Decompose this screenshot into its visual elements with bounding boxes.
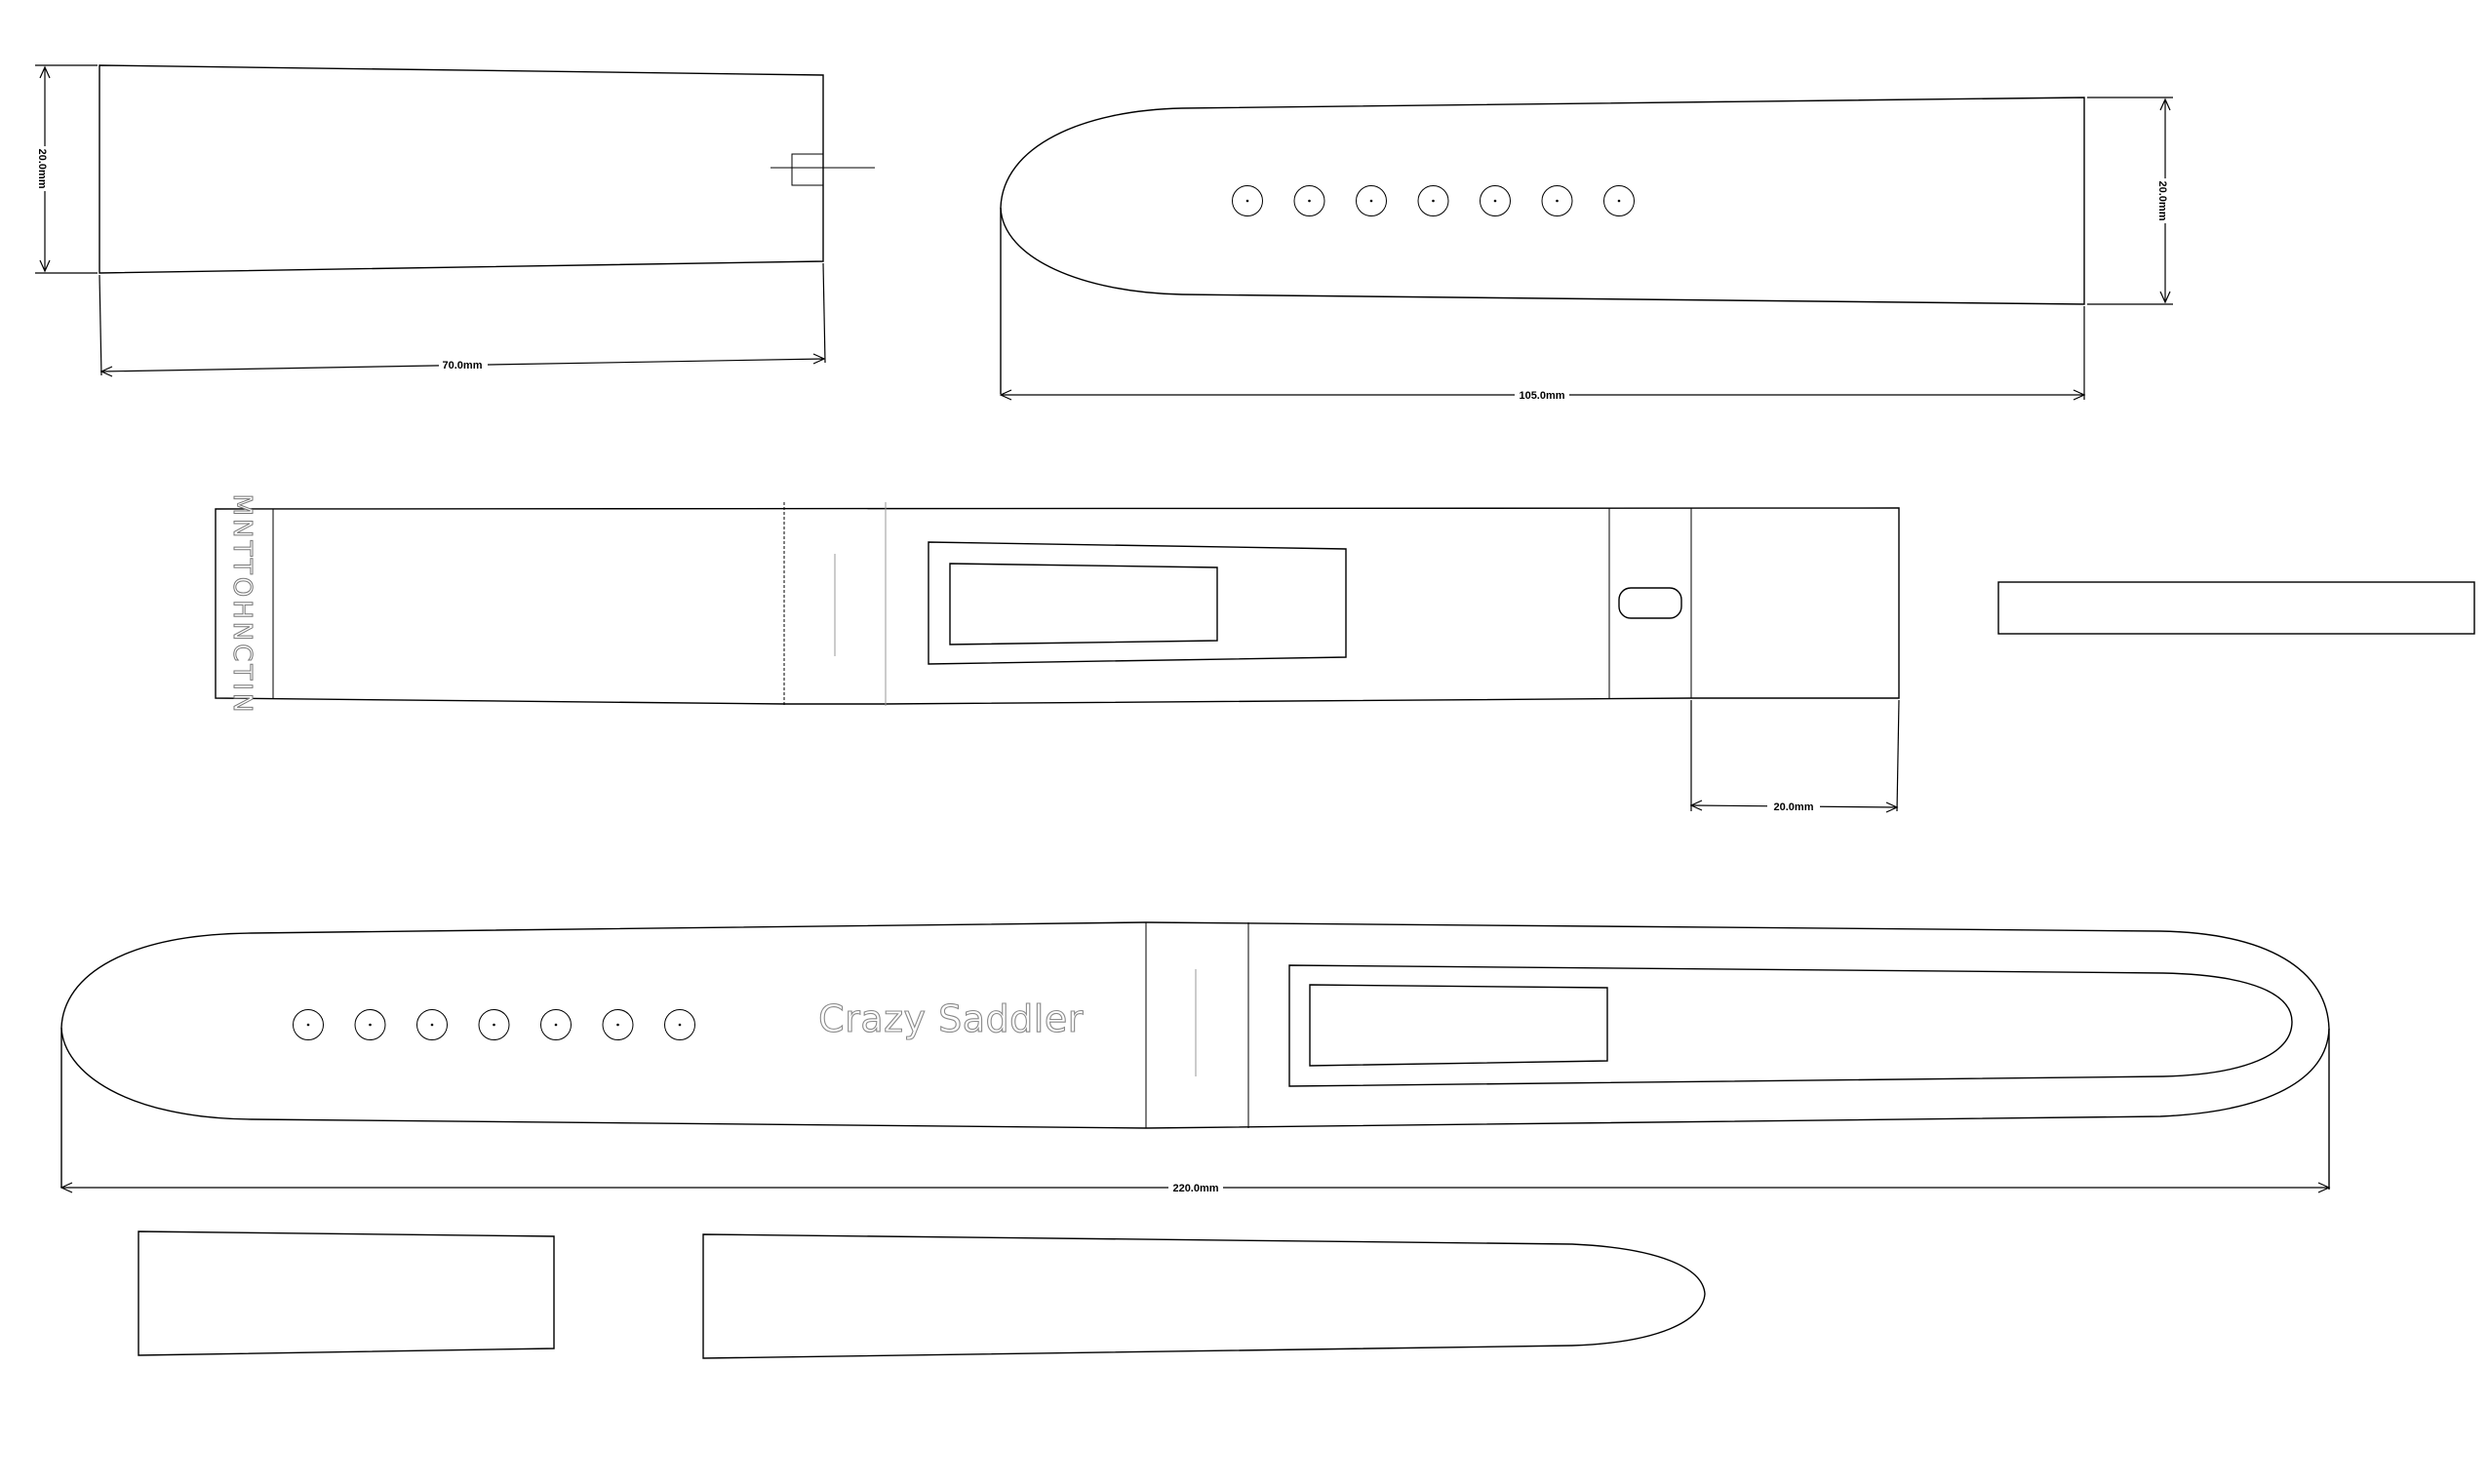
- strap-hole-center: [430, 1023, 434, 1027]
- full-strap-holes: [293, 1009, 695, 1040]
- long-strap-piece: [1000, 97, 2085, 394]
- strap-hole: [354, 1009, 386, 1040]
- strap-hole-center: [554, 1023, 558, 1027]
- strap-hole-center: [1369, 199, 1373, 203]
- dimension-long-strap-width: 105.0mm: [999, 306, 2086, 402]
- strap-hole: [1480, 185, 1511, 216]
- keeper-assembly-piece: MNTTOHNCTIN: [215, 493, 1900, 716]
- strap-hole: [1293, 185, 1325, 216]
- strap-hole-center: [616, 1023, 619, 1027]
- strap-hole-center: [493, 1023, 495, 1027]
- strap-hole-center: [678, 1023, 682, 1027]
- buckle-slot-marker: [791, 153, 824, 186]
- strap-hole-center: [1556, 199, 1559, 203]
- strap-hole: [602, 1009, 634, 1040]
- short-strap-height-label: 20.0mm: [36, 149, 48, 189]
- loop-strip-piece: [1997, 581, 2475, 635]
- vertical-brand-mark: MNTTOHNCTIN: [227, 494, 257, 716]
- short-strap-piece: [99, 64, 875, 274]
- strap-hole: [416, 1009, 448, 1040]
- short-lining-piece: [138, 1230, 555, 1356]
- short-strap-outline: [99, 64, 824, 274]
- keeper-tip-label: 20.0mm: [1774, 801, 1814, 813]
- strap-hole: [1232, 185, 1263, 216]
- long-strap-height-label: 20.0mm: [2156, 181, 2168, 221]
- dimension-short-strap-height: 20.0mm: [35, 64, 98, 274]
- keeper-window-outer: [928, 541, 1347, 665]
- strap-hole: [1417, 185, 1449, 216]
- dimension-full-strap-width: 220.0mm: [59, 1181, 2331, 1194]
- long-strap-width-label: 105.0mm: [1519, 390, 1564, 402]
- strap-hole: [540, 1009, 572, 1040]
- brand-logo-text: Crazy Saddler: [818, 997, 1084, 1040]
- strap-hole: [1356, 185, 1387, 216]
- full-strap-outline: [60, 921, 2330, 1129]
- strap-hole-center: [1308, 199, 1311, 203]
- long-strap-holes: [1232, 185, 1635, 216]
- full-strap-inner-loop: [1288, 964, 2293, 1087]
- buckle-slot: [1618, 587, 1682, 619]
- dimension-short-strap-width: 70.0mm: [99, 262, 826, 377]
- strap-hole: [1603, 185, 1635, 216]
- strap-hole-center: [369, 1023, 372, 1027]
- strap-hole: [664, 1009, 695, 1040]
- strap-hole-center: [1617, 199, 1621, 203]
- strap-hole: [1541, 185, 1573, 216]
- full-strap-piece: Crazy Saddler: [60, 921, 2330, 1190]
- strap-hole-center: [306, 1023, 310, 1027]
- strap-hole: [478, 1009, 510, 1040]
- full-strap-inner-window: [1309, 984, 1608, 1067]
- strap-hole-center: [1245, 199, 1249, 203]
- strap-hole: [293, 1009, 324, 1040]
- long-lining-piece: [702, 1233, 1706, 1359]
- strap-hole-center: [1432, 199, 1435, 203]
- keeper-assembly-outline: [215, 507, 1900, 705]
- short-strap-width-label: 70.0mm: [443, 360, 483, 371]
- keeper-window-inner: [949, 563, 1218, 645]
- dimension-keeper-tip: 20.0mm: [1689, 699, 1900, 813]
- strap-hole-center: [1493, 199, 1497, 203]
- dimension-long-strap-height: 20.0mm: [2087, 97, 2175, 305]
- full-strap-width-label: 220.0mm: [1172, 1183, 1218, 1194]
